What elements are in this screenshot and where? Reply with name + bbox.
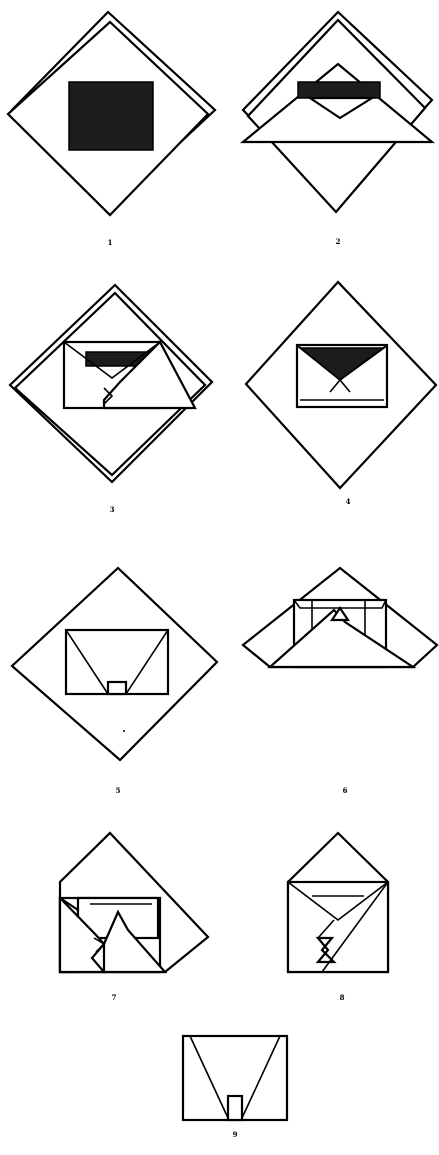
step-6: 6 (243, 568, 437, 795)
letter-sheet (69, 82, 153, 150)
step-8: 8 (288, 833, 388, 1002)
step-5: 5 (12, 568, 217, 795)
step-4: 4 (246, 282, 436, 506)
step-9-label: 9 (233, 1130, 238, 1139)
step-2: 2 (243, 12, 432, 246)
step-5-label: 5 (116, 786, 121, 795)
step-7: 7 (60, 833, 208, 1002)
step-1: 1 (8, 12, 215, 247)
step-6-label: 6 (343, 786, 348, 795)
step-9: 9 (183, 1036, 287, 1139)
letter-sheet (298, 82, 380, 98)
step-8-label: 8 (340, 993, 345, 1002)
step-7-label: 7 (112, 993, 117, 1002)
step-3-label: 3 (110, 505, 115, 514)
step-2-label: 2 (336, 237, 341, 246)
step-1-label: 1 (108, 238, 113, 247)
step-3: 3 (10, 285, 212, 514)
step-4-label: 4 (346, 497, 351, 506)
